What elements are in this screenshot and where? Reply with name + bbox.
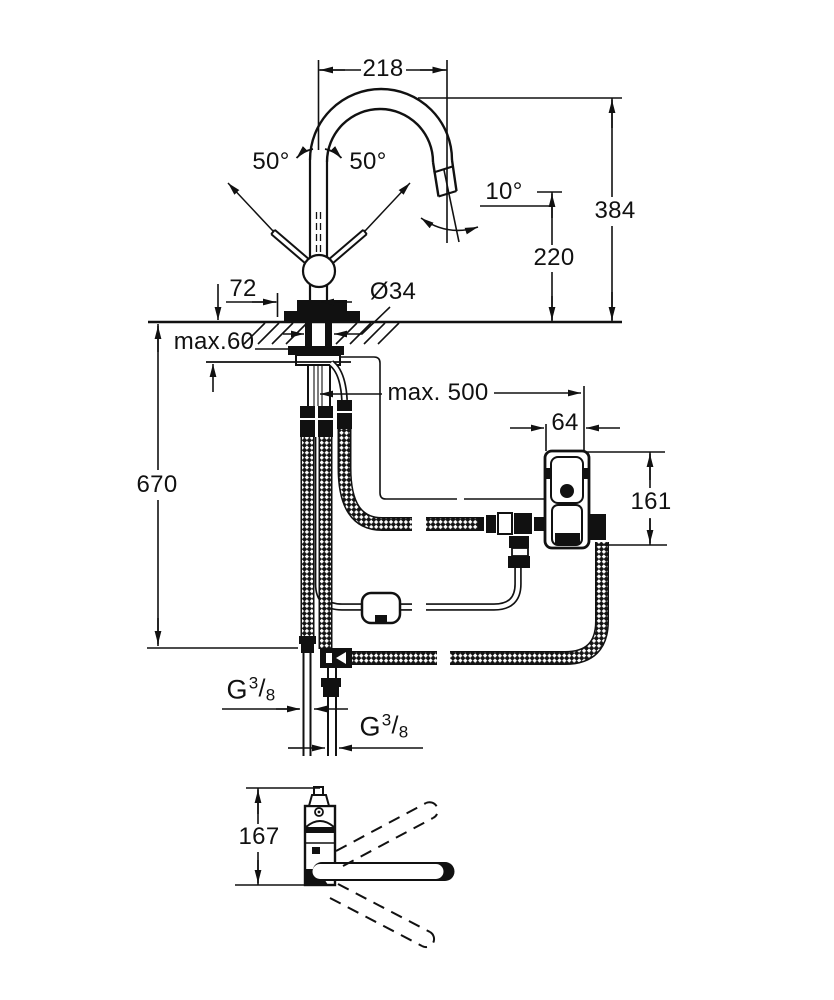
dim-max60-label: max.60 xyxy=(173,328,255,355)
base-body-side xyxy=(303,786,337,887)
dim-384 xyxy=(418,97,622,322)
mounting-shank xyxy=(288,322,344,406)
dim-64-label: 64 xyxy=(551,409,579,436)
dim-167 xyxy=(235,787,332,886)
dim-g38-1-label: G3/8 xyxy=(226,673,276,705)
handle-swing-dashed xyxy=(329,801,439,949)
under-counter-assembly xyxy=(288,322,609,756)
bottom-view xyxy=(303,786,455,949)
lever-ball-joint xyxy=(301,253,337,289)
faucet-spout xyxy=(308,87,458,198)
dim-220-label: 220 xyxy=(533,244,575,271)
dim-218 xyxy=(317,60,448,243)
dim-dia34-label: Ø34 xyxy=(369,278,417,305)
dim-72 xyxy=(226,293,352,317)
main-view-faucet xyxy=(148,87,622,363)
control-cable xyxy=(340,356,546,500)
faucet-base xyxy=(284,300,360,322)
dim-max500-label: max. 500 xyxy=(387,379,489,406)
dim-161-label: 161 xyxy=(630,488,672,515)
hose-fittings xyxy=(300,400,352,437)
hose-curve-inner xyxy=(329,361,347,401)
dim-167-label: 167 xyxy=(238,823,280,850)
quick-connector xyxy=(478,512,546,535)
hose-ends xyxy=(299,636,352,756)
dim-dia34 xyxy=(283,306,391,338)
box-outlet-elbow xyxy=(588,514,606,540)
lever-handle-positions xyxy=(227,146,411,289)
dim-72-label: 72 xyxy=(229,275,257,302)
dim-670 xyxy=(147,324,298,649)
dim-50deg-left-label: 50° xyxy=(252,148,290,175)
dim-670-label: 670 xyxy=(136,471,178,498)
dim-max500 xyxy=(320,386,585,451)
dim-10deg-label: 10° xyxy=(485,178,523,205)
dim-161 xyxy=(586,451,667,546)
supply-hoses xyxy=(300,429,609,665)
dim-50deg-right-label: 50° xyxy=(349,148,387,175)
dim-218-label: 218 xyxy=(362,55,404,82)
control-box xyxy=(508,449,606,568)
dim-64 xyxy=(510,424,620,451)
dimension-lines xyxy=(147,60,667,886)
dim-10deg xyxy=(420,169,552,243)
dim-g38-2-label: G3/8 xyxy=(359,710,409,742)
dim-384-label: 384 xyxy=(594,197,636,224)
dim-max60 xyxy=(209,284,297,392)
